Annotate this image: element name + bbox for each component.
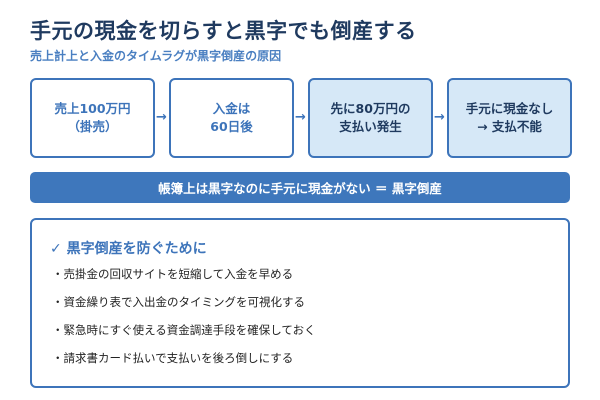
step-line: 支払い発生 (339, 119, 402, 134)
step-line: → 支払不能 (477, 119, 542, 134)
arrow-right-icon: → (434, 110, 445, 125)
summary-banner: 帳簿上は黒字なのに手元に現金がない ＝ 黒字倒産 (30, 172, 570, 203)
tip-item: ・緊急時にすぐ使える資金調達手段を確保しておく (52, 323, 316, 337)
flow-step-payment-due: 先に80万円の支払い発生 (308, 78, 433, 158)
arrow-right-icon: → (156, 110, 167, 125)
step-line: 60日後 (210, 119, 253, 134)
tip-item: ・請求書カード払いで支払いを後ろ倒しにする (52, 351, 294, 365)
step-line: （掛売） (67, 119, 118, 134)
arrow-right-icon: → (295, 110, 306, 125)
tip-item: ・売掛金の回収サイトを短縮して入金を早める (52, 267, 294, 281)
tips-heading: ✓ 黒字倒産を防ぐために (50, 241, 207, 257)
flow-step-insolvency: 手元に現金なし → 支払不能 (447, 78, 572, 158)
step-line: 売上100万円 (54, 101, 131, 116)
tip-item: ・資金繰り表で入出金のタイミングを可視化する (52, 295, 305, 309)
page-subtitle: 売上計上と入金のタイムラグが黒字倒産の原因 (30, 49, 282, 63)
prevention-tips-box: ✓ 黒字倒産を防ぐために ・売掛金の回収サイトを短縮して入金を早める ・資金繰り… (30, 218, 570, 388)
step-line: 入金は (212, 101, 251, 116)
flow-step-payment-received: 入金は 60日後 (169, 78, 294, 158)
banner-text: 帳簿上は黒字なのに手元に現金がない ＝ 黒字倒産 (158, 181, 442, 196)
step-line: 手元に現金なし (465, 101, 554, 116)
step-line: 先に80万円の (330, 101, 411, 116)
flow-step-sales: 売上100万円 （掛売） (30, 78, 155, 158)
page-title: 手元の現金を切らすと黒字でも倒産する (30, 19, 417, 43)
